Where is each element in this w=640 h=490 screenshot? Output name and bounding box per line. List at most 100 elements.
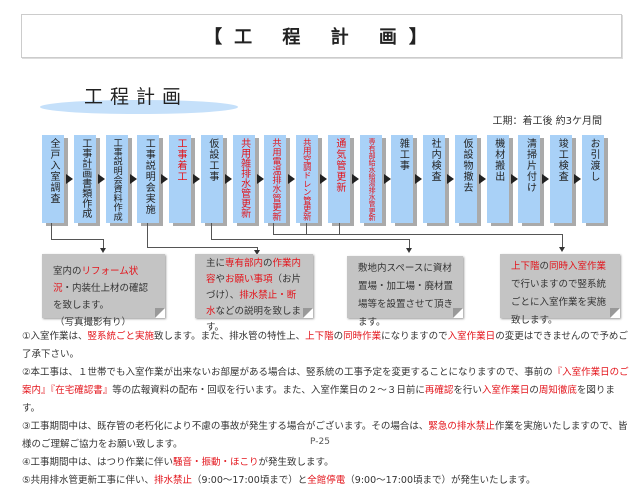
highlight: 作業内容 bbox=[206, 258, 302, 285]
note-3: ③工事期間中は、既存管の老朽化により不慮の事故が発生する場合がございます。その場… bbox=[22, 421, 628, 450]
step-label: 専有部給水給湯排水管更新 bbox=[367, 138, 376, 222]
connector bbox=[147, 247, 257, 248]
process-step: 工事説明会実施 bbox=[137, 135, 160, 223]
step-label: 共用電温排水管更新 bbox=[269, 138, 281, 221]
highlight: 専有部内 bbox=[225, 258, 264, 269]
process-step: 雑工事 bbox=[391, 135, 414, 223]
step-label: 工事説明会実施 bbox=[143, 138, 155, 215]
arrow-right-icon bbox=[415, 174, 423, 184]
text: で行いますので竪系統ごとに入室作業を実施致します。 bbox=[511, 279, 607, 326]
arrow-down-icon bbox=[559, 247, 565, 252]
process-step: 工事着工 bbox=[169, 135, 192, 223]
text: 室内の bbox=[53, 266, 82, 277]
step-label: お引渡し bbox=[588, 138, 599, 182]
arrow-right-icon bbox=[129, 174, 137, 184]
arrow-right-icon bbox=[320, 174, 328, 184]
connector bbox=[51, 223, 52, 240]
text: などの説明を致します。 bbox=[206, 306, 302, 333]
step-label: 共用空調ドレン管更新 bbox=[302, 138, 313, 221]
process-step: 仮設工事 bbox=[200, 135, 223, 223]
process-step: 工事説明会資料作成 bbox=[105, 135, 128, 223]
step-label: 通気管更新 bbox=[333, 138, 345, 193]
page-title: 【工 程 計 画】 bbox=[21, 14, 622, 58]
arrow-down-icon bbox=[254, 250, 260, 255]
step-label: 工事説明会資料作成 bbox=[111, 138, 123, 221]
arrow-right-icon bbox=[193, 174, 201, 184]
text: （お片づけ）、 bbox=[206, 274, 302, 301]
connector bbox=[273, 223, 274, 234]
arrow-right-icon bbox=[447, 174, 455, 184]
notes: ①入室作業は、竪系統ごと実施致します。また、排水管の特性上、上下階の同時作業にな… bbox=[22, 328, 632, 490]
arrow-right-icon bbox=[288, 174, 296, 184]
process-step: 社内検査 bbox=[423, 135, 446, 223]
process-step: 専有部給水給湯排水管更新 bbox=[359, 135, 382, 223]
arrow-right-icon bbox=[66, 174, 73, 184]
step-label: 仮設物撤去 bbox=[460, 138, 472, 193]
highlight: 同時入室作業 bbox=[549, 261, 607, 272]
step-label: 工事着工 bbox=[175, 138, 187, 182]
connector bbox=[273, 234, 562, 235]
arrow-right-icon bbox=[478, 174, 486, 184]
connector bbox=[339, 223, 340, 234]
process-step: 竣工検査 bbox=[550, 135, 573, 223]
process-step: 通気管更新 bbox=[327, 135, 350, 223]
process-step: 共用空調ドレン管更新 bbox=[296, 135, 319, 223]
callout-entry-work: 上下階の同時入室作業で行いますので竪系統ごとに入室作業を実施致します。 bbox=[500, 254, 620, 326]
connector bbox=[306, 223, 307, 234]
connector bbox=[147, 223, 148, 247]
highlight: お願い事項 bbox=[225, 274, 273, 285]
step-label: 社内検査 bbox=[429, 138, 441, 182]
step-label: 竣工検査 bbox=[556, 138, 568, 182]
arrow-right-icon bbox=[542, 174, 550, 184]
connector bbox=[211, 239, 409, 240]
process-step: 工事計画書類作成 bbox=[73, 135, 96, 223]
callout-temporary: 敷地内スペースに資材置場・加工場・廃材置場等を設置させて頂きます。 bbox=[347, 256, 463, 328]
highlight: 排水禁止・断水 bbox=[206, 290, 297, 317]
note-1: ①入室作業は、竪系統ごと実施致します。また、排水管の特性上、上下階の同時作業にな… bbox=[22, 331, 628, 360]
process-step: 全戸入室調査 bbox=[42, 135, 64, 223]
process-step: 機材搬出 bbox=[486, 135, 509, 223]
process-step: 共用電温排水管更新 bbox=[264, 135, 287, 223]
process-step: 仮設物撤去 bbox=[454, 135, 477, 223]
step-label: 共用雑排水管更新 bbox=[238, 138, 250, 218]
construction-period: 工期：着工後 約3ケ月間 bbox=[492, 116, 602, 127]
connector bbox=[562, 234, 563, 248]
callout-survey: 室内のリフォーム状況・内装仕上材の確認を致します。 （写真撮影有り） bbox=[42, 254, 165, 328]
step-label: 機材搬出 bbox=[492, 138, 504, 182]
arrow-down-icon bbox=[100, 248, 106, 253]
step-label: 全戸入室調査 bbox=[48, 138, 59, 204]
process-step: 清掃片付け bbox=[518, 135, 541, 223]
step-label: 雑工事 bbox=[397, 138, 409, 171]
text: 敷地内スペースに資材置場・加工場・廃材置場等を設置させて頂きます。 bbox=[358, 263, 454, 328]
connector bbox=[409, 239, 410, 249]
text: ・内装仕上材の確認を致します。 bbox=[53, 283, 149, 311]
connector bbox=[103, 239, 104, 249]
process-step: お引渡し bbox=[582, 135, 604, 223]
text: や bbox=[215, 274, 226, 285]
highlight: 上下階 bbox=[511, 261, 540, 272]
text: （写真撮影有り） bbox=[55, 317, 132, 328]
connector bbox=[51, 239, 104, 240]
step-label: 工事計画書類作成 bbox=[79, 138, 91, 218]
step-label: 仮設工事 bbox=[206, 138, 218, 182]
arrow-right-icon bbox=[224, 174, 232, 184]
arrow-right-icon bbox=[510, 174, 518, 184]
arrow-down-icon bbox=[406, 248, 412, 253]
callout-briefing: 主に専有部内の作業内容やお願い事項（お片づけ）、排水禁止・断水などの説明を致しま… bbox=[195, 254, 313, 333]
page-number: P-25 bbox=[310, 437, 330, 447]
arrow-right-icon bbox=[256, 174, 264, 184]
text: の bbox=[263, 258, 273, 269]
note-2: ②本工事は、１世帯でも入室作業が出来ないお部屋がある場合は、竪系統の工事予定を変… bbox=[22, 367, 629, 414]
section-heading: 工程計画 bbox=[84, 86, 189, 108]
highlight: リフォーム状況 bbox=[53, 266, 139, 294]
arrow-right-icon bbox=[383, 174, 391, 184]
note-5: ⑤共用排水管更新工事に伴い、排水禁止（9:00～17:00頃まで）と全館停電（9… bbox=[22, 475, 536, 486]
text: 主に bbox=[206, 258, 226, 269]
connector bbox=[257, 247, 258, 251]
step-label: 清掃片付け bbox=[524, 138, 536, 193]
heading-ellipse bbox=[40, 100, 238, 114]
arrow-right-icon bbox=[574, 174, 582, 184]
process-step: 共用雑排水管更新 bbox=[232, 135, 255, 223]
arrow-right-icon bbox=[97, 174, 105, 184]
arrow-right-icon bbox=[351, 174, 359, 184]
